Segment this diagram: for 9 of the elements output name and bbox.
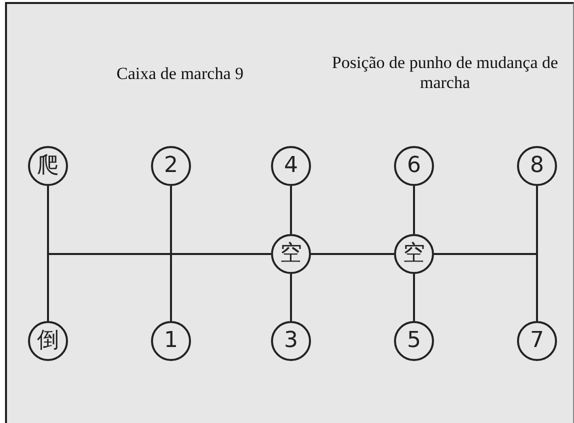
gate-line	[413, 186, 415, 234]
heading-text: Caixa de marcha 9	[116, 64, 244, 84]
gate-line	[170, 186, 172, 321]
heading-text: Posição de punho de mudança de marcha	[330, 53, 560, 93]
gate-line	[290, 274, 292, 321]
gate-line	[47, 253, 271, 321]
gate-line	[290, 186, 292, 234]
gate-line	[413, 274, 415, 321]
gate-line	[311, 253, 394, 255]
